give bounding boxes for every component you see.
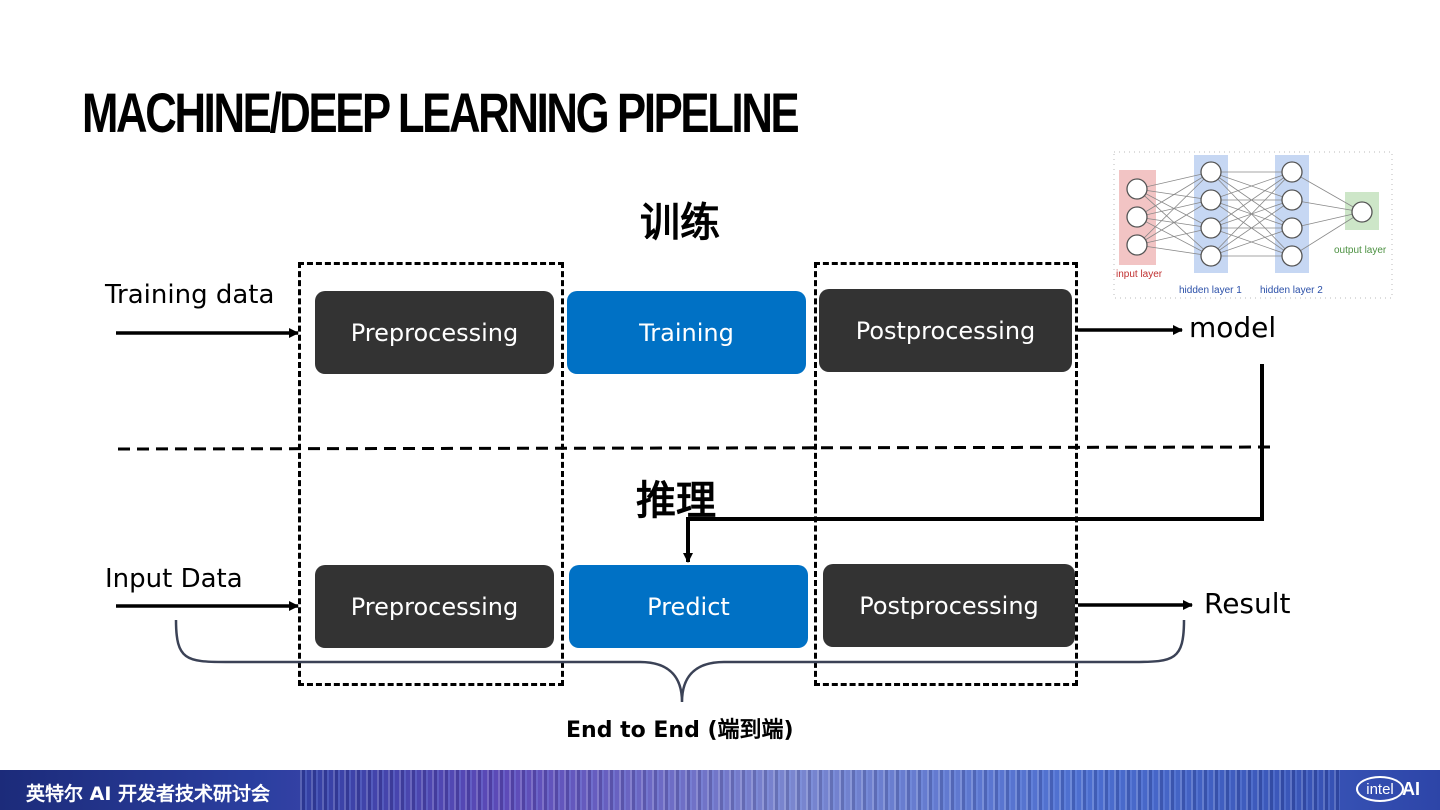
nn-connection — [1291, 211, 1363, 257]
nn-connection — [1210, 227, 1293, 257]
input-data-label: Input Data — [105, 564, 243, 594]
inference-postprocessing-step: Postprocessing — [823, 564, 1075, 647]
nn-node — [1126, 178, 1148, 200]
nn-connection — [1210, 171, 1293, 257]
footer-pattern — [300, 770, 1340, 810]
inference-preprocessing-step: Preprocessing — [315, 565, 554, 648]
training-postprocessing-step: Postprocessing — [819, 289, 1072, 372]
nn-hidden-layer-2-label: hidden layer 2 — [1260, 285, 1323, 296]
footer-event-name: 英特尔 AI 开发者技术研讨会 — [26, 783, 271, 805]
nn-connection — [1136, 171, 1212, 246]
nn-output-layer-label: output layer — [1334, 245, 1387, 256]
nn-node — [1126, 206, 1148, 228]
page-title: MACHINE/DEEP LEARNING PIPELINE — [82, 81, 800, 144]
end-to-end-label: End to End (端到端) — [566, 718, 794, 743]
result-label: Result — [1204, 587, 1291, 620]
nn-node — [1281, 161, 1303, 183]
model-feedback-arrow — [683, 364, 1264, 563]
nn-node — [1281, 189, 1303, 211]
nn-node — [1200, 217, 1222, 239]
training-data-label: Training data — [105, 280, 275, 310]
nn-node — [1351, 201, 1373, 223]
training-step: Training — [567, 291, 806, 374]
postprocessing-group-outline — [814, 262, 1078, 686]
preprocessing-group-outline — [298, 262, 564, 686]
nn-connection — [1291, 199, 1363, 213]
training-preprocessing-step: Preprocessing — [315, 291, 554, 374]
inference-section-label: 推理 — [636, 478, 716, 524]
nn-node — [1200, 189, 1222, 211]
nn-connection — [1136, 171, 1212, 218]
nn-connection — [1136, 227, 1212, 246]
end-to-end-brace — [174, 619, 1186, 703]
nn-node — [1281, 217, 1303, 239]
nn-node — [1126, 234, 1148, 256]
nn-connection — [1210, 171, 1293, 229]
section-divider-line — [117, 445, 1277, 451]
nn-connection — [1136, 199, 1212, 246]
nn-connection — [1136, 244, 1212, 257]
neural-network-diagram: input layer hidden layer 1 hidden layer … — [1113, 151, 1393, 299]
intel-logo: intel — [1356, 776, 1404, 802]
nn-input-layer-label: input layer — [1116, 269, 1163, 280]
nn-connection — [1210, 199, 1293, 257]
nn-connection — [1291, 171, 1363, 213]
model-label: model — [1189, 311, 1277, 344]
connector-lines — [116, 325, 1277, 703]
training-section-label: 训练 — [640, 200, 720, 246]
predict-step: Predict — [569, 565, 808, 648]
nn-node — [1281, 245, 1303, 267]
footer-banner: 英特尔 AI 开发者技术研讨会 intel AI — [0, 770, 1440, 810]
nn-node — [1200, 245, 1222, 267]
nn-connection — [1136, 171, 1212, 190]
nn-connection — [1210, 171, 1293, 201]
footer-ai-text: AI — [1402, 779, 1420, 799]
nn-connection — [1291, 211, 1363, 229]
nn-hidden-layer-1-label: hidden layer 1 — [1179, 285, 1242, 296]
nn-node — [1200, 161, 1222, 183]
